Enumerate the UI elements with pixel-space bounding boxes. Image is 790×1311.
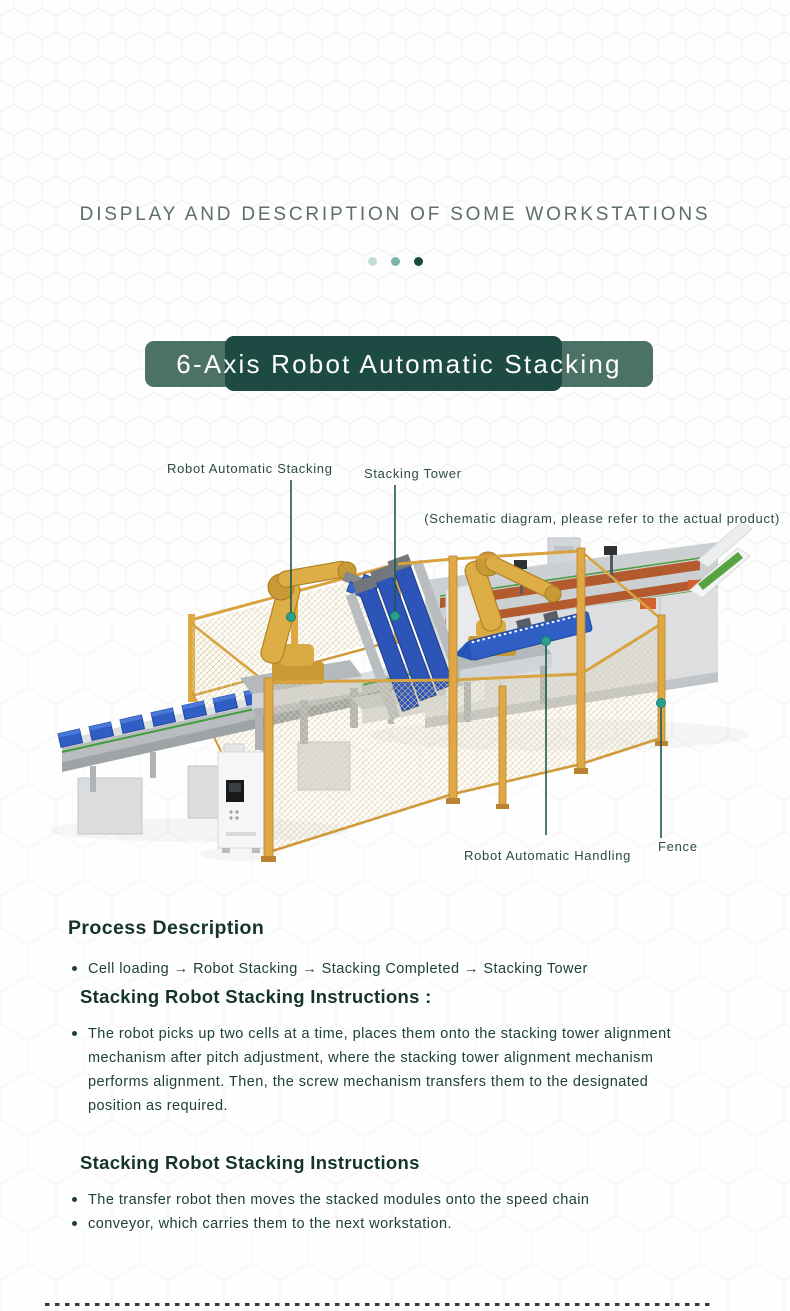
stacking-instructions-text: The robot picks up two cells at a time, … (88, 1026, 672, 1114)
page-title: DISPLAY AND DESCRIPTION OF SOME WORKSTAT… (79, 204, 711, 225)
banner-dark-background (225, 336, 562, 391)
label-robot-automatic-stacking: Robot Automatic Stacking (167, 461, 333, 476)
bullet-icon (72, 1221, 77, 1226)
transfer-instruction-line-1: The transfer robot then moves the stacke… (72, 1188, 589, 1212)
green-ramp-conveyor (689, 521, 753, 599)
transfer-instruction-line-2: conveyor, which carries them to the next… (72, 1212, 452, 1236)
bullet-icon (72, 1197, 77, 1202)
label-robot-automatic-handling: Robot Automatic Handling (464, 848, 632, 863)
carousel-dot-2[interactable] (390, 257, 400, 266)
transfer-instruction-text-1: The transfer robot then moves the stacke… (88, 1192, 590, 1208)
leader-dots (286, 611, 666, 708)
blue-module-beam (454, 610, 593, 661)
stacking-instructions-heading-1: Stacking Robot Stacking Instructions : (80, 986, 432, 1007)
label-schematic-note: (Schematic diagram, please refer to the … (424, 511, 780, 526)
label-fence: Fence (658, 839, 698, 854)
workstation-title: 6-Axis Robot Automatic Stacking (176, 348, 622, 379)
handling-robot (448, 551, 593, 722)
process-flow-item: Cell loading → Robot Stacking → Stacking… (72, 957, 588, 981)
bullet-icon (72, 1031, 77, 1036)
leader-lines (290, 480, 662, 838)
carousel-dots (0, 257, 790, 266)
label-stacking-tower: Stacking Tower (364, 466, 462, 481)
carousel-dot-1[interactable] (367, 257, 377, 266)
transfer-instruction-text-2: conveyor, which carries them to the next… (88, 1216, 452, 1232)
control-cabinet (217, 743, 265, 853)
bullet-icon (72, 966, 77, 971)
stacking-instructions-heading-2: Stacking Robot Stacking Instructions (80, 1152, 420, 1173)
workstation-schematic (50, 480, 753, 862)
process-flow-text: Cell loading → Robot Stacking → Stacking… (88, 961, 588, 977)
carousel-dot-3-active[interactable] (413, 257, 423, 266)
process-description-heading: Process Description (68, 917, 265, 939)
stacking-instructions-paragraph: The robot picks up two cells at a time, … (72, 1022, 686, 1118)
bottom-dashed-divider (45, 1303, 711, 1306)
safety-fence-front (261, 547, 668, 862)
